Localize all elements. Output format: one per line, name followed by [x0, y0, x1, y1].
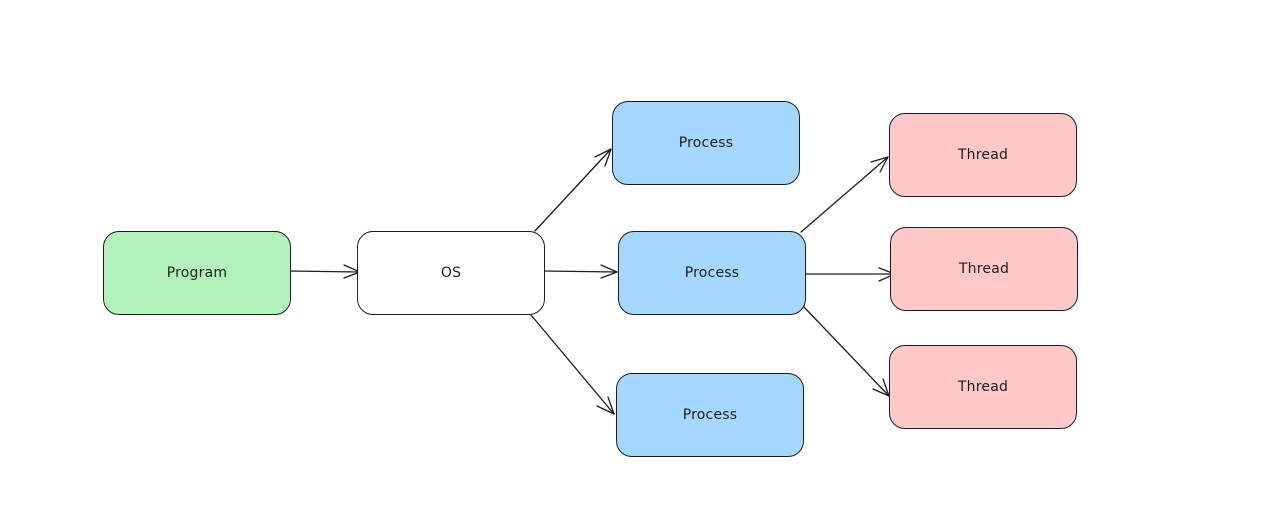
thread-node-top[interactable]: Thread — [889, 113, 1077, 197]
program-node[interactable]: Program — [103, 231, 291, 315]
thread-node-middle[interactable]: Thread — [890, 227, 1078, 311]
os-node[interactable]: OS — [357, 231, 545, 315]
os-label: OS — [440, 265, 462, 281]
process-label: Process — [678, 135, 734, 151]
thread-label: Thread — [957, 379, 1009, 395]
thread-node-bottom[interactable]: Thread — [889, 345, 1077, 429]
thread-label: Thread — [957, 147, 1009, 163]
arrow-process-to-thread-top — [800, 156, 889, 233]
arrow-os-to-process-bottom — [530, 314, 615, 415]
process-node-middle[interactable]: Process — [618, 231, 806, 315]
thread-label: Thread — [958, 261, 1010, 277]
program-label: Program — [166, 265, 228, 281]
arrow-process-to-thread-middle — [805, 267, 896, 282]
arrow-os-to-process-top — [534, 148, 612, 232]
process-label: Process — [684, 265, 740, 281]
arrow-os-to-process-middle — [542, 264, 618, 279]
process-node-top[interactable]: Process — [612, 101, 800, 185]
arrow-program-to-os — [287, 264, 361, 279]
process-node-bottom[interactable]: Process — [616, 373, 804, 457]
process-label: Process — [682, 407, 738, 423]
arrow-process-to-thread-bottom — [803, 306, 890, 397]
